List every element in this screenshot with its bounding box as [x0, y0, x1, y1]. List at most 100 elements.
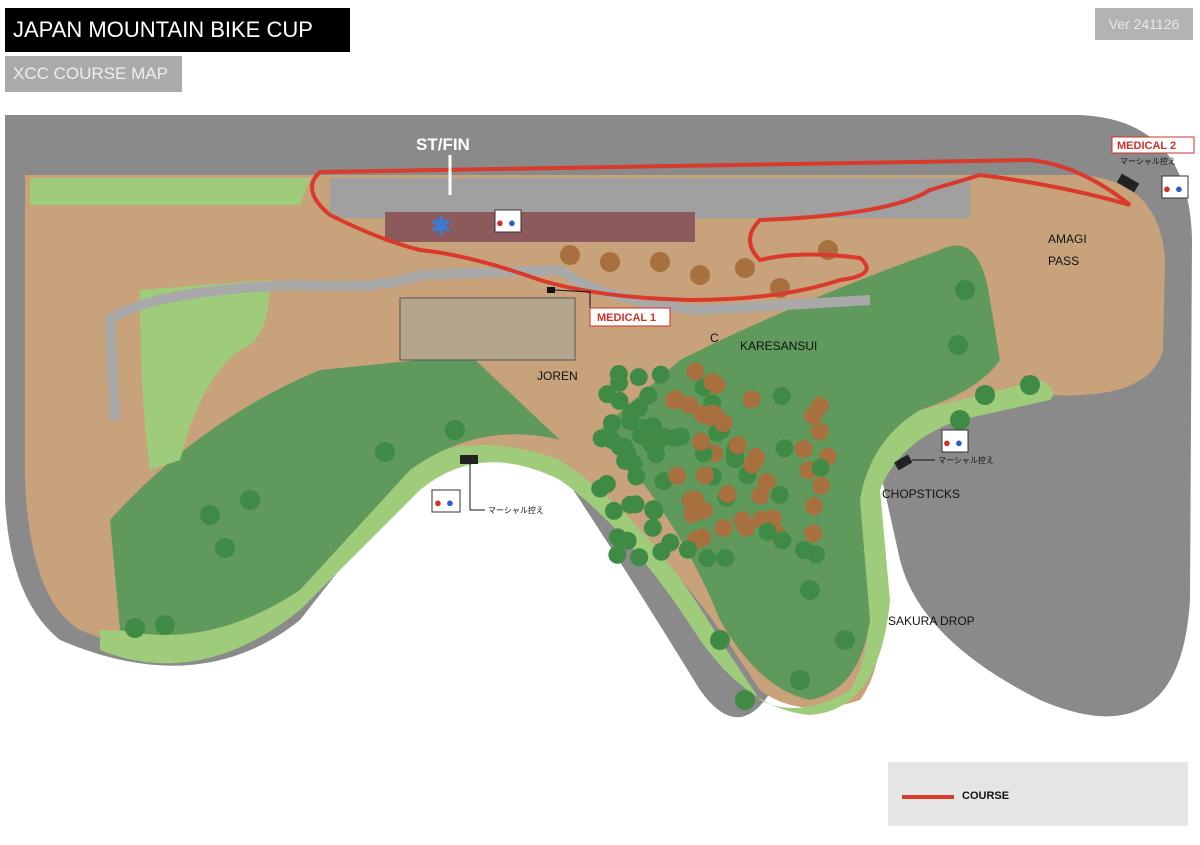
map-subtitle: XCC COURSE MAP [5, 56, 182, 92]
toilet-icon [431, 489, 461, 513]
tree-icon [772, 386, 791, 405]
tent-building [385, 212, 695, 242]
tree-icon [975, 385, 995, 405]
tree-icon [630, 548, 649, 567]
marshal-label-chopsticks: マーシャル控え [938, 455, 994, 465]
svg-text:●: ● [1163, 181, 1171, 196]
tree-icon [597, 475, 616, 494]
tree-icon [1020, 375, 1040, 395]
marshal-point-chopsticks: マーシャル控え ●● [894, 429, 994, 471]
tree-icon [200, 505, 220, 525]
tree-icon [155, 615, 175, 635]
tree-icon [726, 450, 745, 469]
tree-icon [950, 410, 970, 430]
label-karesansui: KARESANSUI [740, 339, 817, 353]
course-line [310, 157, 1132, 303]
toilet-icon [941, 429, 969, 453]
tree-icon [604, 501, 623, 520]
tree-icon [948, 335, 968, 355]
tree-icon [811, 458, 830, 477]
tree-icon [742, 390, 761, 409]
tree-icon [955, 280, 975, 300]
tree-icon [664, 391, 683, 410]
tree-icon [680, 395, 699, 414]
tree-icon [804, 406, 823, 425]
tree-icon [375, 442, 395, 462]
marshal-label-south: マーシャル控え [488, 505, 544, 515]
label-chopsticks: CHOPSTICKS [882, 487, 960, 501]
svg-text:●: ● [434, 495, 442, 510]
tree-icon [560, 245, 580, 265]
tree-icon [812, 476, 831, 495]
tree-icon [757, 472, 776, 491]
tree-icon [602, 414, 621, 433]
tree-icon [650, 252, 670, 272]
forest [125, 240, 1040, 710]
svg-text:●: ● [955, 435, 963, 450]
medical-2-label: MEDICAL 2 [1117, 140, 1176, 152]
tree-icon [751, 486, 770, 505]
tree-icon [692, 432, 711, 451]
tree-icon [600, 252, 620, 272]
tree-icon [714, 518, 733, 537]
tree-icon [621, 495, 640, 514]
tree-icon [728, 436, 747, 455]
tree-icon [804, 524, 823, 543]
tree-icon [629, 368, 648, 387]
label-amagi-pass: PASS [1048, 254, 1079, 268]
tree-icon [615, 437, 634, 456]
tree-icon [735, 690, 755, 710]
tree-icon [710, 630, 730, 650]
tree-icon [794, 439, 813, 458]
version-badge: Ver 241126 [1095, 8, 1193, 40]
tree-icon [643, 518, 662, 537]
tree-icon [790, 670, 810, 690]
label-amagi: AMAGI [1048, 232, 1087, 246]
tree-icon [690, 265, 710, 285]
tree-icon [694, 501, 713, 520]
label-c: C [710, 331, 719, 345]
tree-icon [698, 549, 717, 568]
map-title: JAPAN MOUNTAIN BIKE CUP [5, 8, 350, 52]
tree-icon [644, 500, 663, 519]
tree-icon [668, 466, 687, 485]
medical-2-marker: MEDICAL 2 マーシャル控え ● ● [1111, 136, 1195, 199]
tree-icon [835, 630, 855, 650]
tree-icon [716, 549, 735, 568]
grass-strip [30, 178, 310, 205]
tree-icon [804, 497, 823, 516]
label-start-finish: ST/FIN [416, 135, 470, 154]
tree-icon [240, 490, 260, 510]
tree-icon [618, 531, 637, 550]
tree-icon [695, 466, 714, 485]
tree-icon [810, 422, 829, 441]
tree-icon [629, 399, 648, 418]
legend-course-line [902, 795, 954, 799]
tree-icon [773, 531, 792, 550]
svg-text:●: ● [1175, 181, 1183, 196]
tree-icon [703, 373, 722, 392]
parking-grid [399, 297, 576, 361]
toilet-icon-paddock: ●● [494, 209, 522, 233]
tree-icon [800, 580, 820, 600]
medical-1-label: MEDICAL 1 [597, 312, 656, 324]
tree-icon [686, 362, 705, 381]
tree-icon [718, 484, 737, 503]
tree-icon [794, 541, 813, 560]
tree-icon [654, 472, 673, 491]
tree-icon [610, 373, 629, 392]
tree-icon [678, 540, 697, 559]
toilet-icon [1161, 175, 1189, 199]
tree-icon [598, 385, 617, 404]
tree-icon [639, 386, 658, 405]
label-joren: JOREN [537, 369, 578, 383]
tree-icon [681, 491, 700, 510]
tree-icon [704, 404, 723, 423]
marshal-point-south: マーシャル控え ●● [431, 455, 544, 515]
tree-icon [746, 448, 765, 467]
tree-icon [125, 618, 145, 638]
marshal-label-2: マーシャル控え [1120, 156, 1176, 166]
tree-icon [215, 538, 235, 558]
tree-icon [758, 522, 777, 541]
